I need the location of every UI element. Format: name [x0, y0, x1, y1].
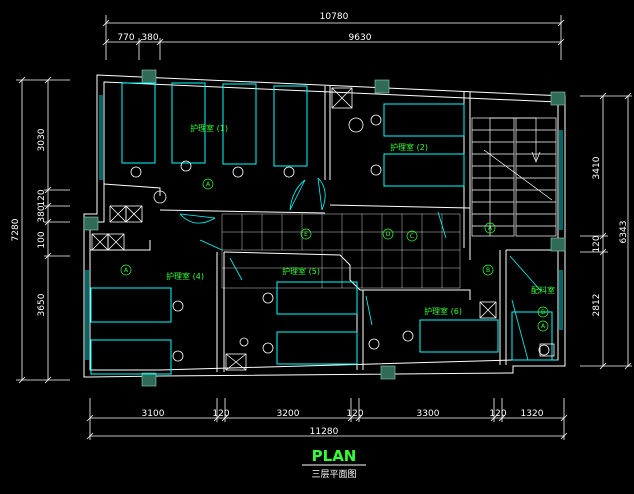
- marker-a-4: A: [541, 323, 546, 330]
- room-label-nursing-2: 护理室 (2): [390, 142, 428, 152]
- dim-top-total: 10780: [320, 12, 349, 22]
- doors: [179, 177, 558, 361]
- top-dimension-chain: [102, 15, 565, 60]
- room-label-nursing-6: 护理室 (6): [424, 306, 462, 316]
- stools: [130, 114, 550, 362]
- dim-bottom-seg-2: 120: [212, 409, 229, 419]
- dim-bottom-seg-7: 1320: [521, 409, 544, 419]
- room-label-prep-room: 配料室: [531, 285, 555, 295]
- plan-title: PLAN: [312, 447, 357, 465]
- staircase: [471, 117, 557, 237]
- dim-right-seg-3: 2812: [592, 294, 602, 317]
- dim-bottom-seg-1: 3100: [142, 409, 165, 419]
- fixtures: [91, 87, 555, 371]
- dim-bottom-seg-6: 120: [489, 409, 506, 419]
- dim-bottom-seg-3: 3200: [277, 409, 300, 419]
- dim-right-seg-1: 3410: [592, 156, 602, 179]
- marker-e: E: [304, 231, 308, 238]
- structural-columns: [83, 69, 566, 387]
- plan-subtitle: 三层平面图: [311, 469, 356, 480]
- dim-left-seg-5: 3650: [37, 293, 47, 316]
- dim-left-total: 7280: [11, 218, 21, 241]
- room-label-nursing-4: 护理室 (4): [166, 271, 204, 281]
- dim-left-seg-4: 100: [37, 231, 47, 248]
- section-markers: [120, 178, 549, 332]
- outer-walls: [83, 74, 566, 378]
- dim-right-total: 6343: [619, 221, 629, 244]
- dim-left-seg-2: 120: [37, 189, 47, 206]
- marker-d: D: [386, 231, 391, 238]
- dim-bottom-total: 11280: [310, 427, 339, 437]
- marker-a-3: A: [488, 225, 493, 232]
- marker-b-2: B: [541, 309, 545, 316]
- room-label-nursing-1: 护理室 (1): [190, 123, 228, 133]
- dim-left-seg-3: 380: [37, 205, 47, 222]
- room-label-nursing-5: 护理室 (5): [282, 266, 320, 276]
- dim-top-seg-3: 9630: [349, 33, 372, 43]
- dim-top-seg-1: 770: [117, 33, 134, 43]
- marker-c: C: [410, 233, 414, 240]
- bottom-dimension-chain: [86, 398, 568, 440]
- dim-right-seg-2: 120: [592, 235, 602, 252]
- left-dimension-chain: [16, 76, 70, 384]
- marker-a-2: A: [124, 267, 129, 274]
- marker-a-1: A: [206, 181, 211, 188]
- dim-left-seg-1: 3030: [37, 128, 47, 151]
- treatment-beds: [90, 82, 553, 375]
- dim-bottom-seg-4: 120: [346, 409, 363, 419]
- windows: [85, 95, 563, 360]
- corridor-tile-grid: [221, 213, 461, 289]
- dim-bottom-seg-5: 3300: [417, 409, 440, 419]
- right-dimension-chain: [580, 92, 632, 370]
- dim-top-seg-2: 380: [141, 33, 158, 43]
- marker-b-1: B: [486, 267, 490, 274]
